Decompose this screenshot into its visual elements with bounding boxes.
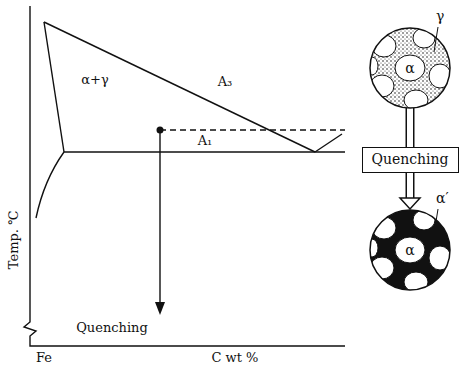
- quench-arrow: [159, 130, 160, 304]
- leader-line: [434, 27, 438, 52]
- ferrite-grain: [395, 237, 425, 263]
- grain-border: [370, 210, 450, 290]
- arrow-head: [400, 198, 420, 209]
- ferrite-grain: [366, 239, 378, 257]
- phase-name: α: [405, 242, 414, 259]
- box-text: Quenching: [371, 151, 450, 168]
- arrow-shaft-inner: [407, 108, 413, 147]
- phase-label: α′: [436, 190, 449, 207]
- phase-label: γ: [436, 8, 444, 25]
- a1-line: [64, 151, 345, 152]
- process-note: Quenching: [76, 320, 148, 336]
- solvus-line: [36, 152, 64, 218]
- axis-title: Temp. ℃: [5, 211, 21, 270]
- leader-line: [434, 209, 438, 234]
- ferrite-grain: [395, 55, 425, 81]
- axis-label: Fe: [36, 350, 52, 366]
- line-name: A₁: [198, 133, 213, 149]
- ferrite-grain: [366, 57, 378, 75]
- hollow-arrow: [400, 173, 420, 209]
- a3-line: [44, 22, 315, 152]
- grain-border: [370, 28, 450, 108]
- martensite-grain: α′α: [370, 210, 450, 290]
- phase-name: α: [405, 60, 414, 77]
- start-point: [157, 127, 164, 134]
- phase-region: α+γ: [81, 72, 108, 88]
- quench-temperature: [160, 129, 345, 130]
- axis-title: C wt %: [212, 350, 259, 366]
- austenite-grain: γα: [370, 28, 450, 108]
- arrow-head: [155, 302, 165, 315]
- line-name: A₃: [218, 74, 233, 90]
- arrow-shaft-inner: [407, 173, 413, 198]
- arrow-shaft: [406, 108, 415, 147]
- hollow-arrow: [410, 108, 411, 147]
- axes: [24, 6, 345, 346]
- ferrite-grain: [429, 246, 451, 270]
- ferrite-grain: [429, 64, 451, 88]
- acm-line: [315, 134, 342, 152]
- arrow-shaft: [406, 173, 415, 198]
- alpha-boundary: [44, 22, 64, 152]
- process-box: Quenching: [362, 147, 459, 173]
